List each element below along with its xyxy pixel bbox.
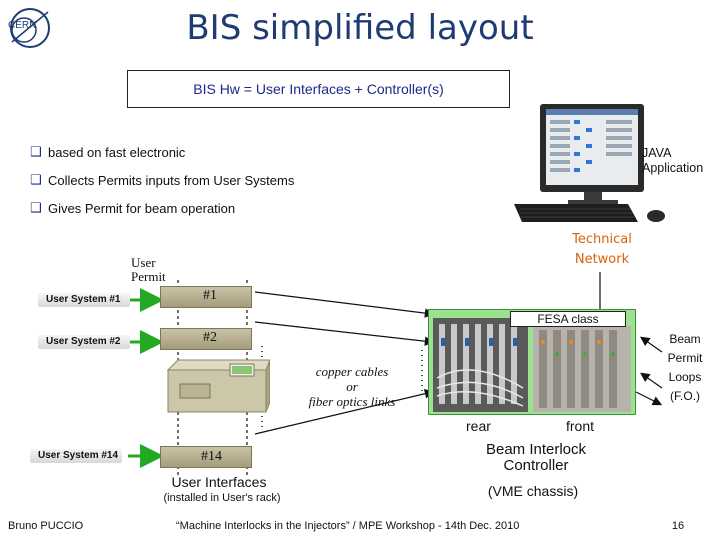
front-label: front bbox=[566, 418, 595, 434]
bullet-item: ❑based on fast electronic bbox=[30, 144, 186, 160]
definition-text: BIS Hw = User Interfaces + Controller(s) bbox=[193, 81, 444, 97]
channel-label: #2 bbox=[203, 330, 217, 345]
permit-loop-arrow bbox=[640, 372, 663, 389]
user-interfaces-label: User Interfaces bbox=[171, 474, 267, 490]
user-interfaces-note: (installed in User's rack) bbox=[163, 492, 281, 504]
checkbox-bullet-icon: ❑ bbox=[30, 200, 42, 216]
technical-network-label: Technical Network bbox=[572, 232, 632, 267]
channel-label: #1 bbox=[203, 288, 217, 303]
rear-label: rear bbox=[466, 418, 491, 434]
logo-text: CERN bbox=[8, 20, 37, 31]
page-number: 16 bbox=[671, 520, 685, 532]
channel-label: #14 bbox=[201, 449, 222, 464]
fesa-class-box: FESA class bbox=[510, 311, 626, 327]
bullet-item: ❑Gives Permit for beam operation bbox=[30, 200, 236, 216]
definition-box: BIS Hw = User Interfaces + Controller(s) bbox=[127, 70, 510, 108]
cable-line bbox=[254, 321, 435, 346]
cable-line bbox=[254, 291, 435, 318]
beam-permit-loops-label: Beam Permit Loops (F.O.) bbox=[667, 332, 703, 403]
java-label: JAVA Application bbox=[642, 146, 704, 175]
user-system-1: User System #1 bbox=[38, 293, 130, 307]
controller-rear-image bbox=[433, 318, 528, 412]
footer-event: “Machine Interlocks in the Injectors” / … bbox=[176, 520, 520, 532]
cern-logo: CERN bbox=[4, 6, 56, 50]
controller-front-image bbox=[533, 326, 631, 412]
interface-channel-1: #1 bbox=[160, 286, 252, 308]
interface-channel-2: #2 bbox=[160, 328, 252, 350]
permit-loop-arrow bbox=[640, 336, 663, 353]
interface-channel-14: #14 bbox=[160, 446, 252, 468]
checkbox-bullet-icon: ❑ bbox=[30, 144, 42, 160]
user-system-2: User System #2 bbox=[38, 335, 130, 349]
bullet-list: ❑based on fast electronic ❑Collects Perm… bbox=[30, 138, 530, 222]
cable-line bbox=[254, 388, 435, 435]
controller-title: Beam Interlock Controller bbox=[485, 441, 587, 474]
computer-image bbox=[510, 100, 670, 228]
controller-chassis-label: (VME chassis) bbox=[487, 483, 579, 499]
user-permit-label: User Permit bbox=[131, 255, 166, 284]
user-system-14: User System #14 bbox=[30, 449, 122, 463]
user-interface-image bbox=[166, 354, 271, 426]
page-title: BIS simplified layout bbox=[186, 8, 534, 48]
bullet-item: ❑Collects Permits inputs from User Syste… bbox=[30, 172, 295, 188]
cables-label: copper cables or fiber optics links bbox=[308, 364, 396, 409]
footer-author: Bruno PUCCIO bbox=[8, 520, 84, 532]
checkbox-bullet-icon: ❑ bbox=[30, 172, 42, 188]
permit-loop-arrow bbox=[635, 391, 663, 406]
